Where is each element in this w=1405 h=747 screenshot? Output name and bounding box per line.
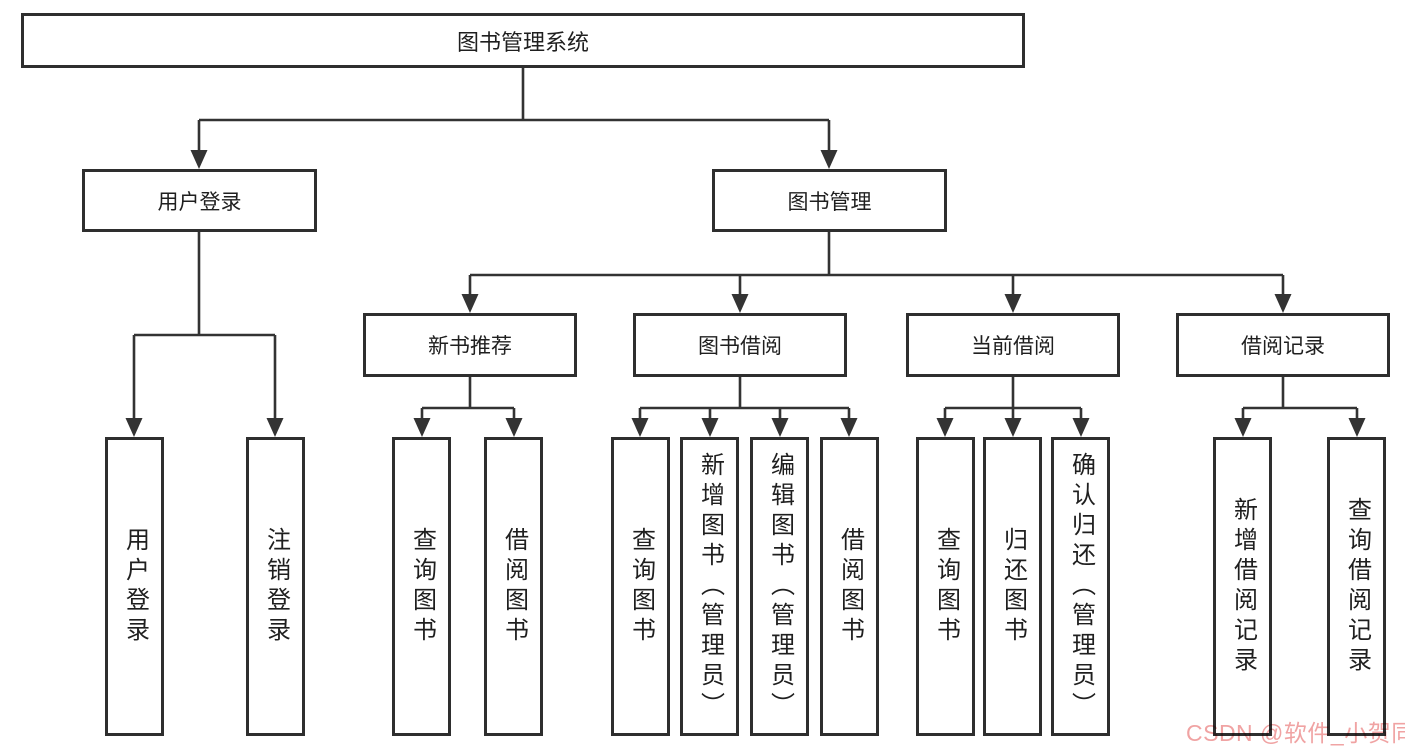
node-current-borrow-label: 当前借阅 <box>971 335 1055 358</box>
node-book-management: 图书管理 <box>712 169 947 232</box>
leaf-add-borrow-record: 新增借阅记录 <box>1213 437 1272 736</box>
node-user-login: 用户登录 <box>82 169 317 232</box>
node-new-book-recommend: 新书推荐 <box>363 313 577 377</box>
node-root-label: 图书管理系统 <box>456 29 589 55</box>
leaf-query-books-borrow-label: 查询图书 <box>627 526 655 647</box>
leaf-add-borrow-record-label: 新增借阅记录 <box>1229 496 1257 677</box>
leaf-query-books-borrow: 查询图书 <box>611 437 670 736</box>
leaf-user-login: 用户登录 <box>105 437 164 736</box>
leaf-borrow-books-recommend: 借阅图书 <box>484 437 543 736</box>
leaf-edit-books-admin-label: 编辑图书（管理员） <box>766 451 794 722</box>
leaf-borrow-books-recommend-label: 借阅图书 <box>500 526 528 647</box>
node-current-borrow: 当前借阅 <box>906 313 1120 377</box>
leaf-confirm-return-admin-label: 确认归还（管理员） <box>1067 451 1095 722</box>
leaf-query-borrow-record: 查询借阅记录 <box>1327 437 1386 736</box>
leaf-user-login-label: 用户登录 <box>121 526 149 647</box>
leaf-return-books: 归还图书 <box>983 437 1042 736</box>
leaf-logout-login-label: 注销登录 <box>262 526 290 647</box>
node-borrow-records: 借阅记录 <box>1176 313 1390 377</box>
watermark-text: CSDN @软件_小贺同学 <box>1186 720 1405 746</box>
leaf-query-books-recommend-label: 查询图书 <box>408 526 436 647</box>
leaf-query-books-current-label: 查询图书 <box>932 526 960 647</box>
leaf-logout-login: 注销登录 <box>246 437 305 736</box>
node-new-book-recommend-label: 新书推荐 <box>428 335 512 358</box>
leaf-borrow-books: 借阅图书 <box>820 437 879 736</box>
leaf-query-borrow-record-label: 查询借阅记录 <box>1343 496 1371 677</box>
leaf-add-books-admin-label: 新增图书（管理员） <box>696 451 724 722</box>
leaf-edit-books-admin: 编辑图书（管理员） <box>750 437 809 736</box>
leaf-query-books-recommend: 查询图书 <box>392 437 451 736</box>
node-book-borrow-label: 图书借阅 <box>698 335 782 358</box>
node-root: 图书管理系统 <box>21 13 1025 68</box>
node-book-borrow: 图书借阅 <box>633 313 847 377</box>
node-borrow-records-label: 借阅记录 <box>1241 335 1325 358</box>
leaf-query-books-current: 查询图书 <box>916 437 975 736</box>
node-book-management-label: 图书管理 <box>787 190 872 214</box>
node-user-login-label: 用户登录 <box>157 190 242 214</box>
leaf-add-books-admin: 新增图书（管理员） <box>680 437 739 736</box>
leaf-confirm-return-admin: 确认归还（管理员） <box>1051 437 1110 736</box>
leaf-borrow-books-label: 借阅图书 <box>836 526 864 647</box>
leaf-return-books-label: 归还图书 <box>999 526 1027 647</box>
